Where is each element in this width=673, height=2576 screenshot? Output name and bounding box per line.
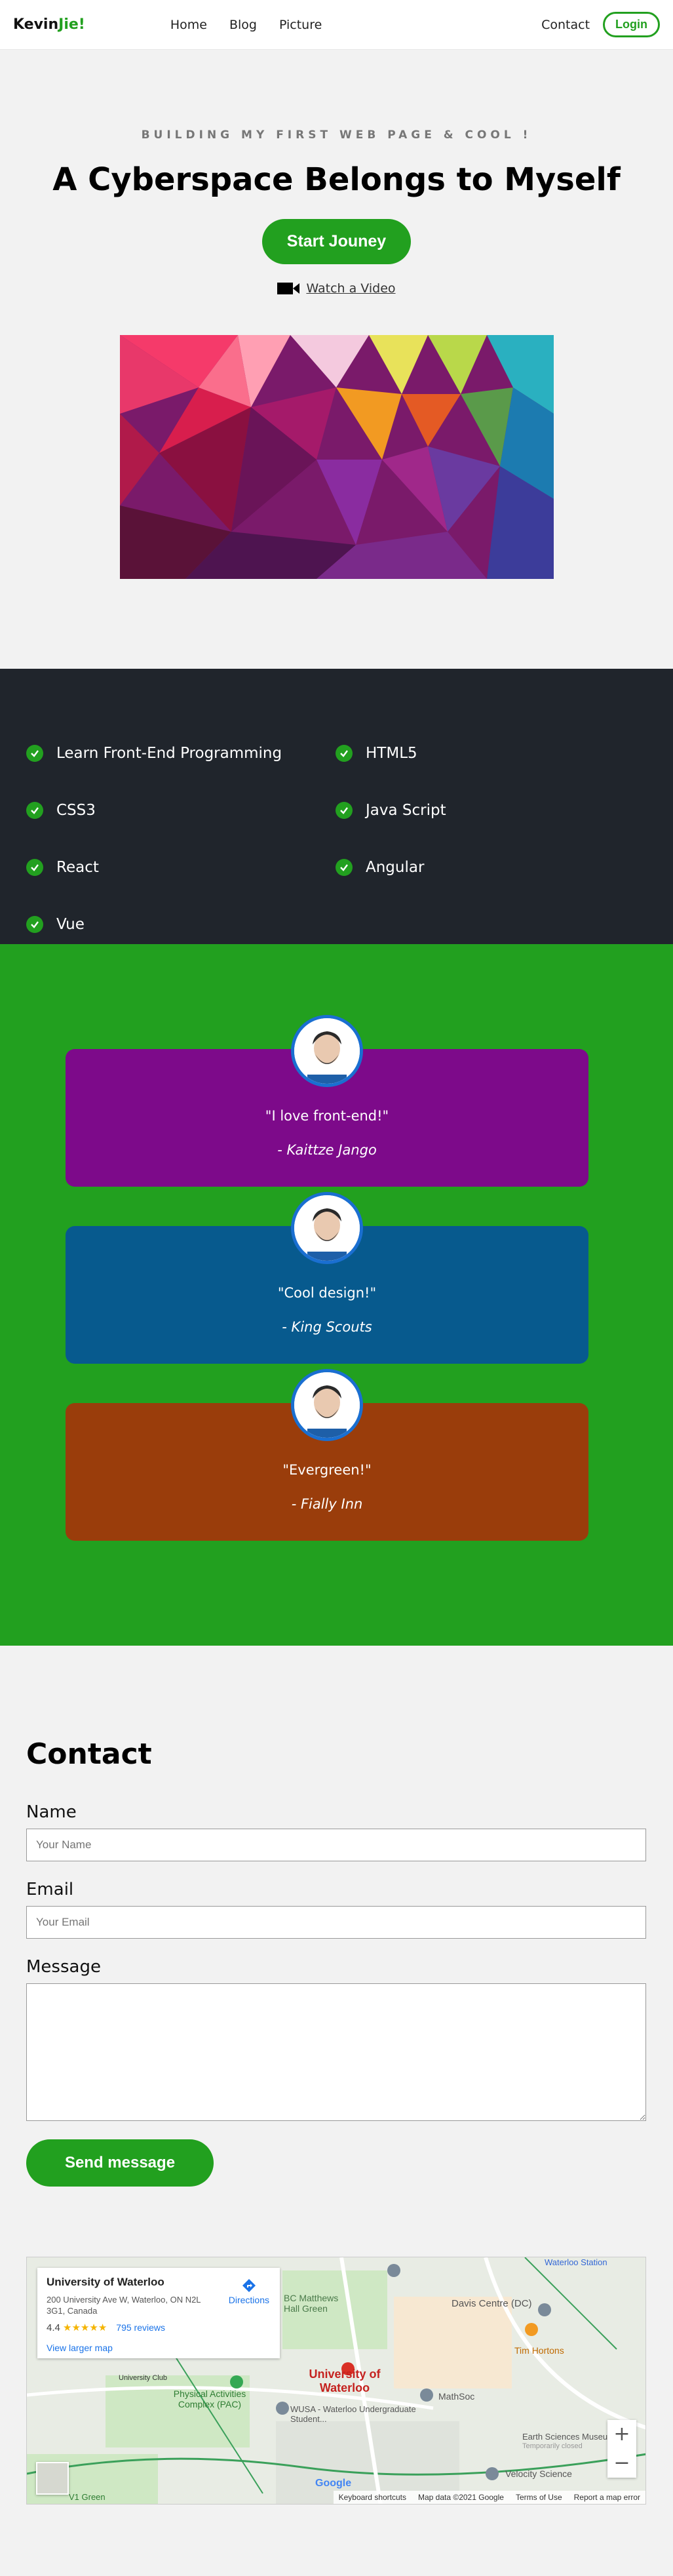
google-logo: Google	[315, 2478, 352, 2489]
hero-polygon-image	[119, 335, 554, 579]
avatar	[291, 1369, 363, 1441]
testimonial-author: - King Scouts	[282, 1319, 372, 1335]
feature-label: Java Script	[366, 801, 446, 819]
zoom-in-button[interactable]: +	[613, 2423, 630, 2446]
hero-section: BUILDING MY FIRST WEB PAGE & COOL ! A Cy…	[0, 50, 673, 669]
avatar	[291, 1015, 363, 1087]
map-label: BC Matthews Hall Green	[284, 2293, 339, 2314]
check-icon	[336, 858, 353, 876]
testimonials-section: "I love front-end!" - Kaittze Jango "Coo…	[0, 944, 673, 1646]
logo-second: Jie!	[58, 16, 85, 33]
email-label: Email	[26, 1880, 74, 1899]
check-icon	[26, 858, 43, 876]
name-label: Name	[26, 1802, 77, 1822]
testimonial-quote: "I love front-end!"	[265, 1108, 389, 1124]
place-name: University of Waterloo	[47, 2276, 164, 2288]
directions-button[interactable]: Directions	[229, 2278, 269, 2305]
embedded-map[interactable]: BC Matthews Hall Green Davis Centre (DC)…	[26, 2257, 646, 2505]
map-label: University of Waterloo	[309, 2368, 381, 2394]
nav-link-home[interactable]: Home	[170, 17, 207, 32]
testimonial-card: "Evergreen!" - Fially Inn	[66, 1369, 588, 1541]
keyboard-shortcuts-link[interactable]: Keyboard shortcuts	[338, 2493, 406, 2502]
map-label: MathSoc	[438, 2391, 475, 2402]
zoom-controls: + −	[607, 2420, 636, 2478]
start-button[interactable]: Start Jouney	[261, 219, 412, 264]
map-data-text: Map data ©2021 Google	[418, 2493, 504, 2502]
map-label: V1 Green	[69, 2492, 106, 2502]
check-icon	[26, 801, 43, 819]
check-icon	[26, 915, 43, 933]
check-icon	[26, 744, 43, 762]
hero-kicker: BUILDING MY FIRST WEB PAGE & COOL !	[141, 129, 532, 142]
map-label: University Club	[119, 2374, 167, 2382]
testimonial-card: "I love front-end!" - Kaittze Jango	[66, 1015, 588, 1187]
contact-section: Contact Name Email Message Send message	[0, 1646, 673, 2258]
feature-item: Angular	[336, 847, 645, 887]
rating-value: 4.4	[47, 2322, 60, 2333]
avatar	[291, 1192, 363, 1264]
report-error-link[interactable]: Report a map error	[573, 2493, 640, 2502]
feature-label: Vue	[56, 915, 85, 933]
map-info-card: University of Waterloo 200 University Av…	[37, 2268, 280, 2358]
top-navbar: KevinJie! Home Blog Picture Contact Logi…	[0, 0, 673, 50]
nav-link-contact[interactable]: Contact	[541, 17, 590, 32]
feature-item: HTML5	[336, 733, 645, 773]
star-icons: ★★★★★	[63, 2322, 107, 2333]
map-label: Physical Activities Complex (PAC)	[173, 2388, 246, 2409]
zoom-out-button[interactable]: −	[613, 2451, 630, 2474]
map-footer: Keyboard shortcuts Map data ©2021 Google…	[333, 2491, 645, 2504]
features-section: Learn Front-End Programming HTML5 CSS3 J…	[0, 669, 673, 944]
testimonial-quote: "Cool design!"	[277, 1285, 377, 1301]
check-icon	[336, 801, 353, 819]
testimonial-card: "Cool design!" - King Scouts	[66, 1192, 588, 1364]
map-label: Temporarily closed	[522, 2442, 583, 2450]
nav-link-blog[interactable]: Blog	[229, 17, 257, 32]
watch-video-label: Watch a Video	[306, 281, 396, 296]
check-icon	[336, 744, 353, 762]
place-rating: 4.4 ★★★★★ 795 reviews	[47, 2322, 271, 2333]
map-label: Davis Centre (DC)	[452, 2298, 532, 2309]
directions-icon	[242, 2279, 256, 2292]
nav-right: Contact Login	[541, 12, 660, 37]
testimonial-author: - Kaittze Jango	[277, 1142, 377, 1158]
map-label: Waterloo Station	[545, 2257, 607, 2267]
send-message-button[interactable]: Send message	[26, 2139, 214, 2187]
hero-title: A Cyberspace Belongs to Myself	[52, 161, 621, 198]
feature-label: Angular	[366, 858, 425, 876]
map-label: Tim Hortons	[514, 2345, 564, 2356]
place-address: 200 University Ave W, Waterloo, ON N2L 3…	[47, 2295, 201, 2316]
site-logo[interactable]: KevinJie!	[13, 16, 85, 33]
nav-link-picture[interactable]: Picture	[279, 17, 322, 32]
directions-label: Directions	[228, 2295, 269, 2305]
feature-item: Java Script	[336, 790, 645, 830]
view-larger-map-link[interactable]: View larger map	[47, 2343, 113, 2353]
feature-label: HTML5	[366, 744, 417, 762]
watch-video-link[interactable]: Watch a Video	[0, 281, 673, 296]
contact-title: Contact	[26, 1737, 152, 1771]
message-field[interactable]	[26, 1983, 646, 2121]
nav-links: Home Blog Picture	[170, 18, 322, 32]
login-button[interactable]: Login	[603, 12, 660, 37]
terms-link[interactable]: Terms of Use	[515, 2493, 562, 2502]
email-field[interactable]	[26, 1906, 646, 1939]
feature-label: React	[56, 858, 99, 876]
name-field[interactable]	[26, 1829, 646, 1861]
feature-label: CSS3	[56, 801, 96, 819]
video-camera-icon	[277, 283, 300, 294]
feature-item: React	[26, 847, 336, 887]
message-label: Message	[26, 1957, 101, 1977]
feature-item: Vue	[26, 904, 336, 944]
feature-item: CSS3	[26, 790, 336, 830]
logo-first: Kevin	[13, 16, 59, 33]
testimonial-author: - Fially Inn	[291, 1496, 363, 1512]
satellite-toggle[interactable]	[36, 2462, 69, 2495]
map-label: Earth Sciences Museum	[522, 2432, 615, 2442]
map-label: Velocity Science	[505, 2468, 572, 2479]
testimonial-quote: "Evergreen!"	[282, 1462, 372, 1478]
feature-label: Learn Front-End Programming	[56, 744, 282, 762]
reviews-link[interactable]: 795 reviews	[116, 2322, 165, 2333]
map-label: WUSA - Waterloo Undergraduate Student...	[290, 2404, 416, 2424]
feature-item: Learn Front-End Programming	[26, 733, 336, 773]
